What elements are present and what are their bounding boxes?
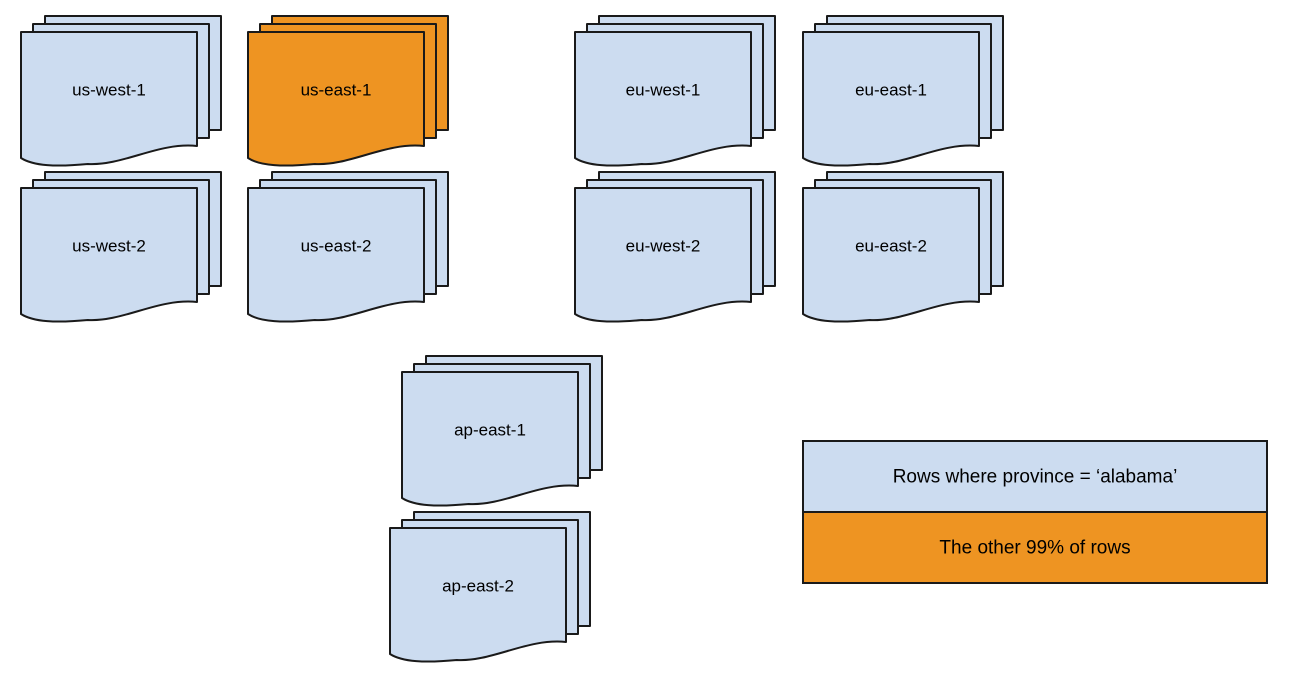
stack-label: us-west-1: [72, 80, 146, 99]
legend-group: Rows where province = ‘alabama’ The other…: [802, 440, 1268, 584]
stack-sheet-front: [247, 187, 425, 323]
document-stack-ap-east-2[interactable]: ap-east-2: [389, 511, 591, 663]
document-stack-eu-east-2[interactable]: eu-east-2: [802, 171, 1004, 323]
stack-sheet-front: [20, 31, 198, 167]
stack-sheet-front: [20, 187, 198, 323]
stack-sheet-front: [574, 31, 752, 167]
stack-label: eu-east-2: [855, 236, 927, 255]
document-stack-ap-east-1[interactable]: ap-east-1: [401, 355, 603, 507]
stack-label: us-east-1: [301, 80, 372, 99]
stack-label: eu-west-2: [626, 236, 701, 255]
stack-sheet-front: [389, 527, 567, 663]
legend-row-blue: Rows where province = ‘alabama’: [802, 440, 1268, 513]
document-stack-eu-east-1[interactable]: eu-east-1: [802, 15, 1004, 167]
legend-label: The other 99% of rows: [939, 538, 1130, 559]
document-stack-eu-west-1[interactable]: eu-west-1: [574, 15, 776, 167]
stack-sheet-front: [574, 187, 752, 323]
stack-sheet-front: [802, 187, 980, 323]
stack-sheet-front: [401, 371, 579, 507]
stack-label: eu-west-1: [626, 80, 701, 99]
legend-swatch-orange: [802, 511, 1268, 584]
document-stack-eu-west-2[interactable]: eu-west-2: [574, 171, 776, 323]
document-stack-us-west-2[interactable]: us-west-2: [20, 171, 222, 323]
stack-label: us-west-2: [72, 236, 146, 255]
legend-swatch-blue: [802, 440, 1268, 513]
legend-label: Rows where province = ‘alabama’: [893, 467, 1178, 488]
document-stack-us-east-1[interactable]: us-east-1: [247, 15, 449, 167]
stack-label: ap-east-2: [442, 576, 514, 595]
document-stack-us-west-1[interactable]: us-west-1: [20, 15, 222, 167]
stack-sheet-front: [247, 31, 425, 167]
stack-label: ap-east-1: [454, 420, 526, 439]
stack-sheet-front: [802, 31, 980, 167]
document-stack-us-east-2[interactable]: us-east-2: [247, 171, 449, 323]
legend-row-orange: The other 99% of rows: [802, 511, 1268, 584]
document-stacks-group: us-west-1 us-east-1 eu-west-1 eu-east-1 us-w…: [20, 15, 1004, 663]
stack-label: us-east-2: [301, 236, 372, 255]
stack-label: eu-east-1: [855, 80, 927, 99]
